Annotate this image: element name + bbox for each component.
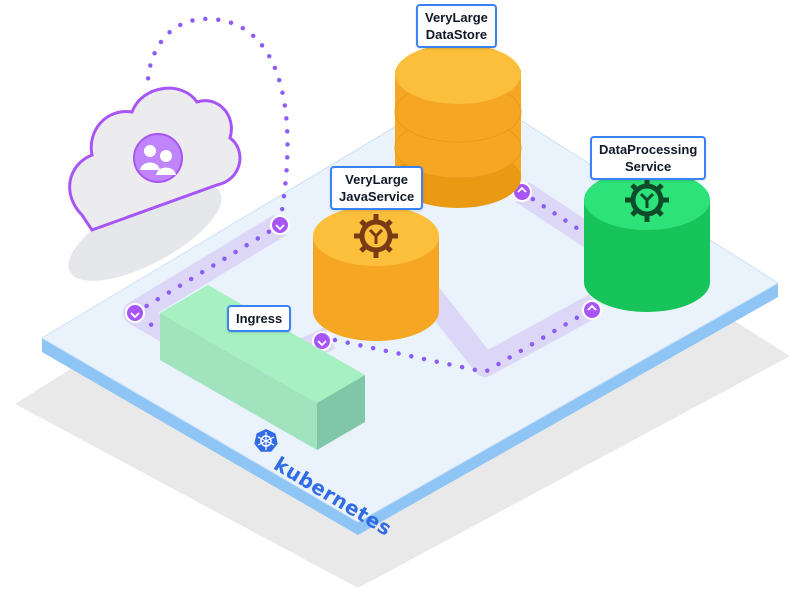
datastore-cylinder: [394, 44, 522, 208]
processing-label-line2: Service: [625, 159, 672, 174]
ingress-box: [160, 285, 365, 450]
datastore-label: VeryLarge DataStore: [416, 4, 497, 48]
cog-icon: [354, 214, 398, 258]
datastore-label-line2: DataStore: [425, 27, 488, 42]
javaservice-cylinder: [313, 206, 439, 341]
javaservice-label: VeryLarge JavaService: [330, 166, 424, 210]
processing-cylinder: [584, 170, 710, 312]
ingress-label-text: Ingress: [236, 311, 283, 326]
kubernetes-wheel-icon: [254, 429, 278, 452]
datastore-label-line1: VeryLarge: [425, 10, 488, 25]
processing-label: DataProcessing Service: [590, 136, 707, 180]
cloud-shadow: [68, 183, 222, 281]
javaservice-label-line1: VeryLarge: [345, 172, 409, 187]
javaservice-label-line2: JavaService: [339, 189, 415, 204]
processing-label-line1: DataProcessing: [599, 142, 698, 157]
cloud-icon: [68, 86, 242, 232]
ingress-label: Ingress: [227, 305, 292, 332]
